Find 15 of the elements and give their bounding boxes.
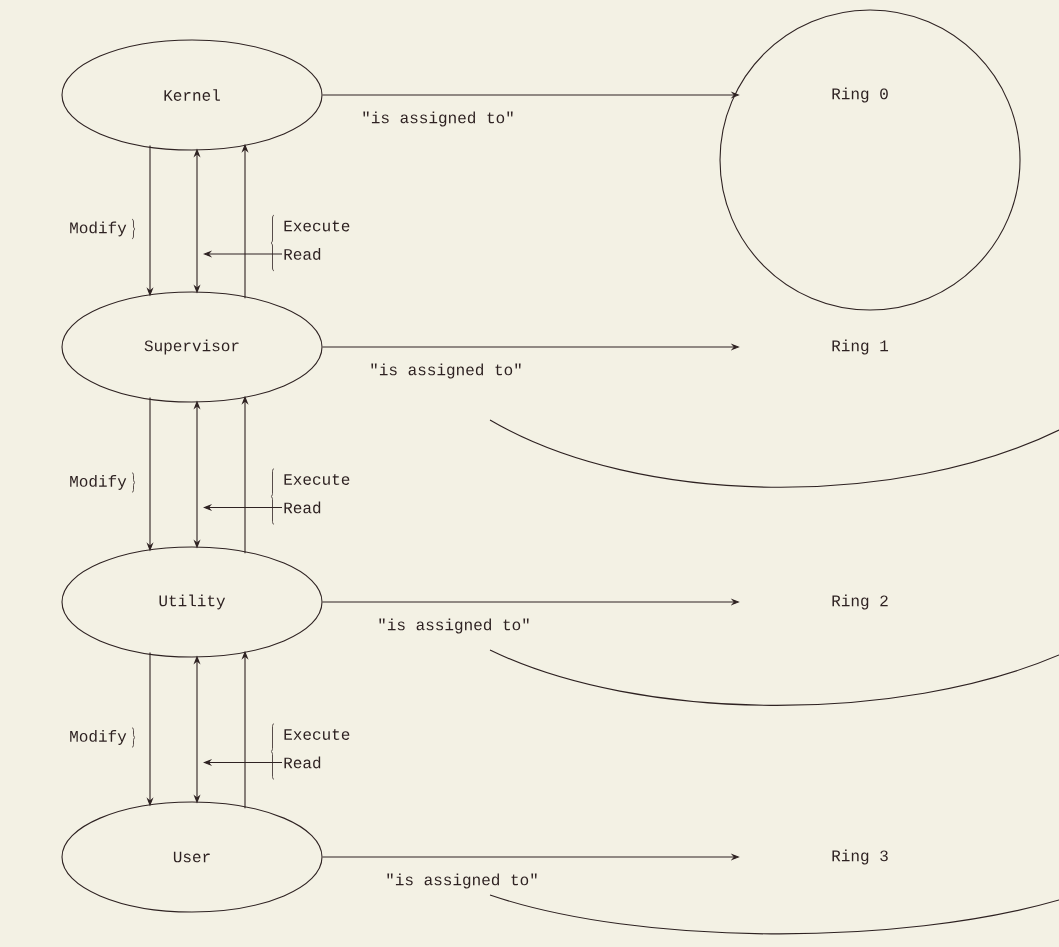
read-label: Read <box>284 756 321 769</box>
read-label: Read <box>284 248 321 260</box>
ring-label: Ring 3 <box>832 849 888 865</box>
edge-label: Modify <box>68 474 128 491</box>
ellipse-node: Utility <box>61 546 323 658</box>
ellipse-node: Supervisor <box>61 291 323 403</box>
ring-label: Ring 2 <box>832 594 888 610</box>
edge-label: Modify <box>68 729 128 746</box>
ellipse-node: Kernel <box>61 39 323 151</box>
edge-label: Execute <box>282 473 352 486</box>
ring-label: Ring 0 <box>832 87 888 103</box>
ring-label: Ring 1 <box>832 339 889 355</box>
edge-label: Execute <box>282 728 352 741</box>
read-label: Read <box>284 501 321 514</box>
ellipse-node: User <box>61 801 323 913</box>
